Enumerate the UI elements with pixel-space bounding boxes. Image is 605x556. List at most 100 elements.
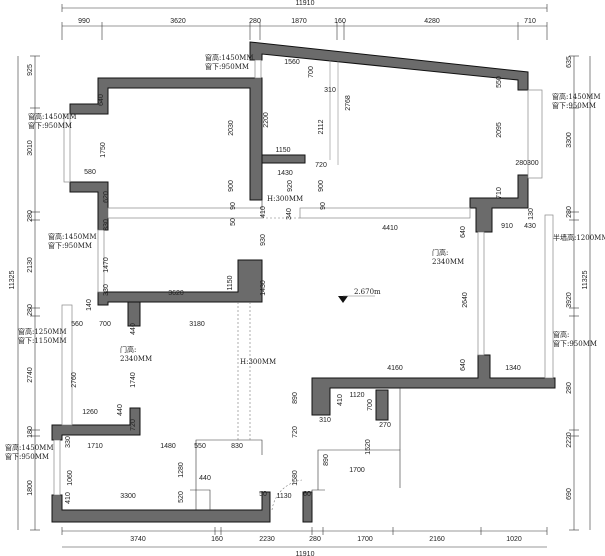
- dimension-label: 1430: [260, 280, 267, 296]
- dimension-label: 310: [319, 417, 331, 424]
- dimension-label: 330: [103, 219, 110, 231]
- dimension-label: 700: [367, 399, 374, 411]
- dimension-label: 990: [78, 18, 90, 25]
- dimension-label: 410: [337, 394, 344, 406]
- beam-height-note: H:300MM: [240, 358, 276, 366]
- dimension-label: 1430: [277, 170, 293, 177]
- dimension-label: 640: [98, 94, 105, 106]
- dimension-label: 2112: [318, 119, 325, 134]
- dimension-label: 2760: [71, 372, 78, 388]
- dimension-label: 3010: [27, 140, 34, 156]
- overall-depth-left: 11325: [9, 270, 16, 289]
- dimension-label: 280: [249, 18, 261, 25]
- entry-post: [302, 491, 313, 523]
- annotation-win_top: 窗下:950MM: [205, 62, 249, 71]
- dimension-label: 1340: [505, 365, 521, 372]
- annotation-door_left: 门高:: [120, 345, 136, 354]
- dimension-label: 160: [211, 536, 223, 543]
- dimension-label: 410: [65, 492, 72, 504]
- dimension-label: 640: [460, 226, 467, 238]
- right-upper-block: [469, 174, 529, 233]
- dimension-label: 90: [230, 202, 237, 210]
- dimension-label: 700: [308, 66, 315, 78]
- elevation-marker-icon: [338, 296, 348, 303]
- dimension-label: 700: [99, 321, 111, 328]
- annotation-win_left3: 窗下:1150MM: [18, 336, 67, 345]
- upper-left-wall: [69, 77, 263, 201]
- dimension-label: 550: [194, 443, 206, 450]
- dimension-label: 2640: [462, 292, 469, 308]
- annotation-win_left4: 窗下:950MM: [5, 452, 49, 461]
- partitions: [53, 59, 554, 511]
- dimension-label: 710: [524, 18, 536, 25]
- annotation-win_left1: 窗高:1450MM: [28, 112, 77, 121]
- dimension-label: 440: [199, 475, 211, 482]
- dimension-label: 900: [228, 180, 235, 192]
- dimension-label: 1470: [103, 257, 110, 273]
- dimension-label: 4160: [387, 365, 403, 372]
- dimension-label: 1150: [275, 147, 290, 154]
- dimension-label: 280300: [515, 160, 538, 167]
- bottom-wall: [51, 491, 271, 523]
- dimension-label: 3300: [120, 493, 136, 500]
- dimension-label: 60: [303, 491, 311, 498]
- dimension-label: 280: [566, 382, 573, 394]
- annotation-win_right2: 窗高:: [553, 330, 569, 339]
- right-lower-wall: [311, 354, 556, 416]
- dimension-label: 1560: [284, 59, 300, 66]
- dimension-label: 920: [287, 180, 294, 192]
- dimension-label: 2230: [259, 536, 275, 543]
- overall-width-top: 11910: [296, 0, 315, 7]
- dimension-label: 50: [230, 218, 237, 226]
- dimension-label: 890: [292, 392, 299, 404]
- dimension-label: 720: [292, 426, 299, 438]
- dimension-label: 925: [27, 64, 34, 76]
- dimension-label: 1740: [130, 372, 137, 388]
- dimension-label: 1120: [349, 392, 364, 399]
- dimension-label: 1280: [178, 462, 185, 478]
- mid-partition: [97, 259, 263, 306]
- overall-depth-right: 11325: [582, 270, 589, 289]
- dimension-label: 330: [103, 284, 110, 296]
- annotation-win_right: 窗高:1450MM: [552, 92, 601, 101]
- dimension-label: 900: [318, 180, 325, 192]
- dimension-label: 90: [320, 202, 327, 210]
- dimension-label: 340: [286, 208, 293, 220]
- top-slanted-wall: [249, 41, 529, 91]
- dimension-label: 560: [71, 321, 83, 328]
- dimension-label: 640: [460, 359, 467, 371]
- dimension-label: 635: [566, 56, 573, 68]
- dimension-label: 1580: [292, 470, 299, 486]
- annotation-win_left1: 窗下:950MM: [28, 121, 72, 130]
- dimension-label: 690: [566, 488, 573, 500]
- annotation-win_right2: 窗下:950MM: [553, 339, 597, 348]
- dimension-label: 1750: [100, 142, 107, 158]
- mid-stub: [127, 301, 141, 327]
- dimension-label: 430: [524, 223, 536, 230]
- annotation-door_right: 门高:: [432, 248, 448, 257]
- dimension-label: 3300: [566, 132, 573, 148]
- dimension-label: 3920: [566, 292, 573, 308]
- annotation-door_right: 2340MM: [432, 258, 464, 266]
- annotation-door_left: 2340MM: [120, 355, 152, 363]
- dimension-label: 890: [323, 454, 330, 466]
- dimension-label: 1870: [291, 18, 307, 25]
- annotation-win_top: 窗高:1450MM: [205, 53, 254, 62]
- dimension-label: 720: [315, 162, 327, 169]
- dimension-label: 160: [334, 18, 346, 25]
- dimension-label: 50: [259, 491, 267, 498]
- dimension-label: 620: [103, 191, 110, 203]
- elevation-label: 2.670m: [354, 288, 381, 296]
- dimension-label: 3620: [168, 290, 184, 297]
- dimension-label: 1260: [82, 409, 98, 416]
- dimension-label: 830: [231, 443, 243, 450]
- dimension-label: 710: [496, 187, 503, 199]
- dimension-label: 2160: [429, 536, 445, 543]
- dimension-label: 1520: [365, 439, 372, 455]
- annotation-win_left2: 窗下:950MM: [48, 241, 92, 250]
- dimension-label: 520: [178, 491, 185, 503]
- dimension-label: 2768: [345, 95, 352, 111]
- dimension-label: 3740: [130, 536, 146, 543]
- dimension-label: 930: [260, 234, 267, 246]
- dimension-label: 1480: [160, 443, 176, 450]
